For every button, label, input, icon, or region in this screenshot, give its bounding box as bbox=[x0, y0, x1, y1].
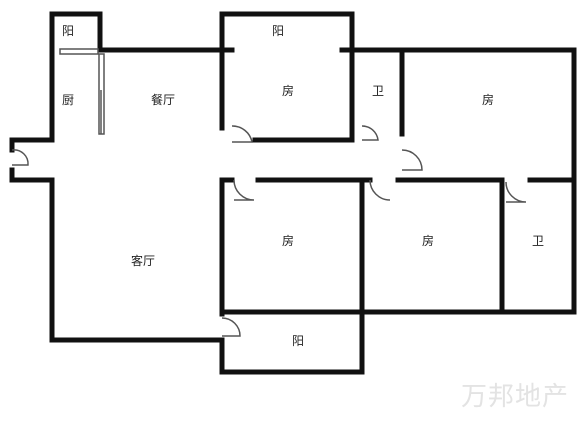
label-bedroom-mid-right: 房 bbox=[422, 233, 434, 248]
kitchen-sliding-door bbox=[59, 48, 105, 135]
label-kitchen: 厨 bbox=[62, 93, 74, 107]
door-swings bbox=[11, 125, 527, 337]
label-bath-right: 卫 bbox=[532, 234, 544, 248]
door-top-bedroom bbox=[231, 125, 253, 143]
label-dining: 餐厅 bbox=[151, 92, 175, 107]
label-bedroom-right: 房 bbox=[482, 92, 494, 107]
door-bottom-balcony bbox=[221, 317, 241, 337]
door-mid-bedroom bbox=[233, 179, 255, 201]
walls bbox=[9, 11, 577, 375]
wall-top-bedroom bbox=[219, 11, 355, 143]
label-balcony-top: 阳 bbox=[272, 24, 284, 38]
label-living: 客厅 bbox=[131, 253, 155, 268]
door-top-bath bbox=[361, 125, 379, 141]
watermark-text: 万邦地产 bbox=[460, 382, 569, 412]
door-mid-right-bedroom bbox=[369, 179, 391, 201]
door-right-bath bbox=[505, 181, 527, 203]
label-balcony-bottom: 阳 bbox=[292, 334, 304, 348]
wall-living-left bbox=[49, 177, 225, 343]
label-balcony-kitchen: 阳 bbox=[62, 24, 74, 38]
door-entrance bbox=[11, 149, 29, 166]
wall-kitchen-balcony bbox=[49, 11, 103, 53]
wall-top-right bbox=[349, 47, 577, 315]
label-bath-top: 卫 bbox=[372, 84, 384, 98]
label-bedroom-top: 房 bbox=[282, 83, 294, 98]
label-bedroom-mid: 房 bbox=[282, 233, 294, 248]
door-right-bedroom bbox=[401, 149, 423, 171]
wall-bottom-balcony bbox=[219, 309, 365, 375]
